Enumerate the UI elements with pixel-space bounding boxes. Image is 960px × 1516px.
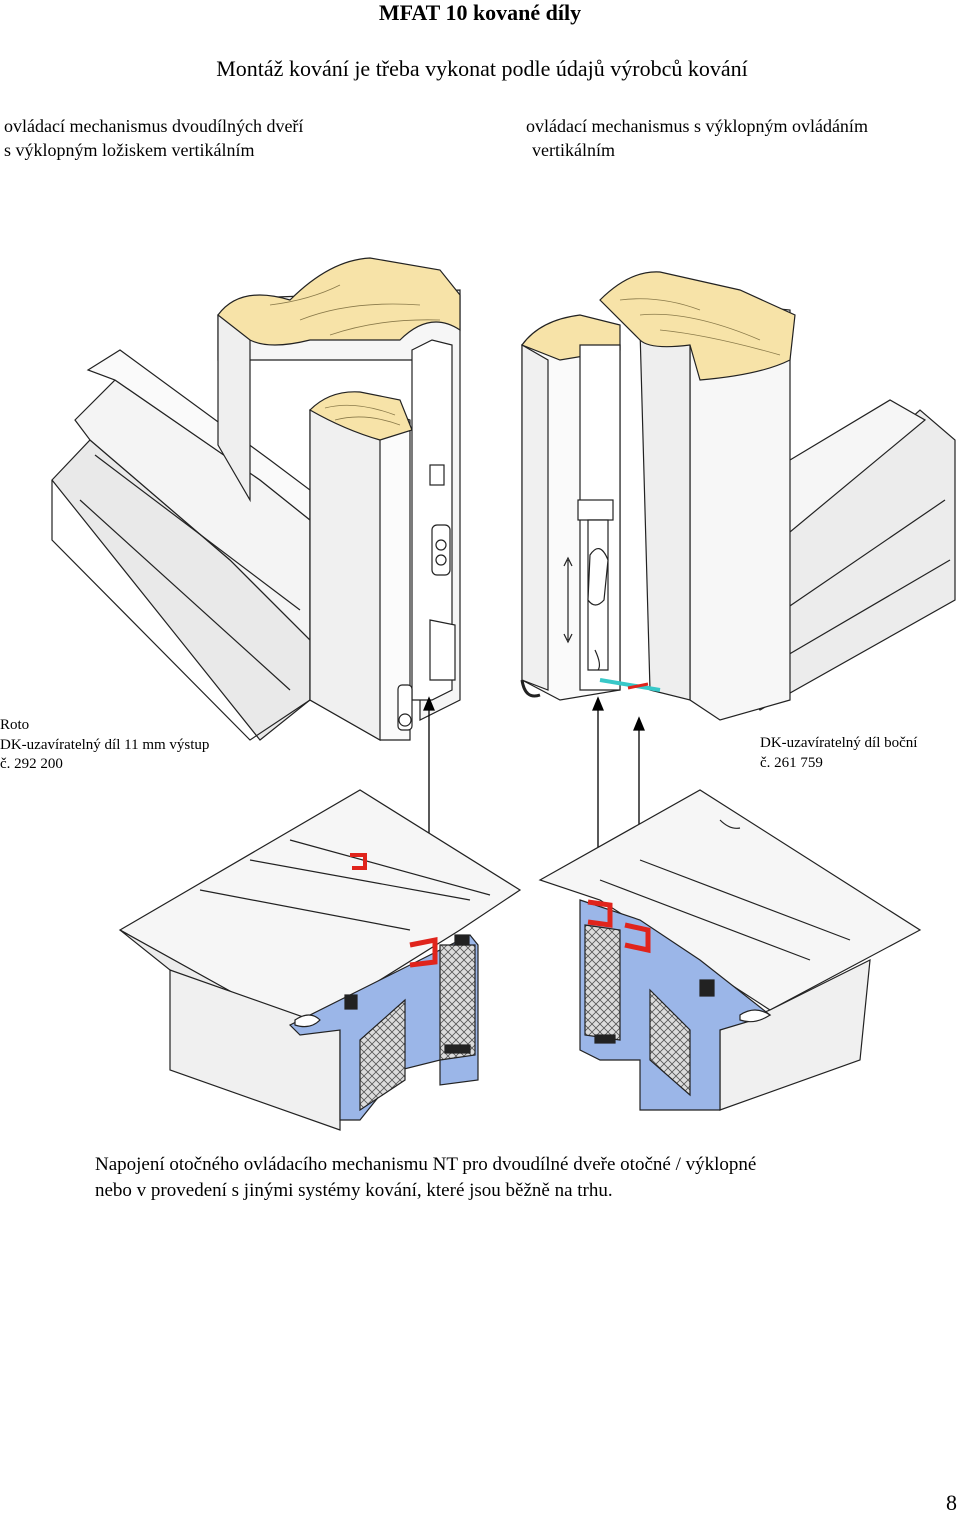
top-left-frame-assembly [51,257,461,742]
wood-section-back [217,257,461,346]
aluminium-profile-right [579,899,772,1111]
label-right-description: DK-uzavíratelný díl boční [760,735,918,751]
caption-right: ovládací mechanismus s výklopným ovládán… [526,114,868,162]
page-subtitle: Montáž kování je třeba vykonat podle úda… [216,56,748,81]
caption-right-line-1: ovládací mechanismus s výklopným ovládán… [526,116,868,136]
bottom-description-line-2: nebo v provedení s jinými systémy kování… [95,1180,613,1201]
wood-section-right [599,271,796,381]
bottom-description: Napojení otočného ovládacího mechanismu … [95,1152,756,1204]
insulation-right [584,924,621,1041]
label-right-number: č. 261 759 [760,754,823,771]
label-left-brand: Roto [0,717,30,733]
label-left-part: Roto DK-uzavíratelný díl 11 mm výstup č.… [0,716,209,775]
top-right-frame-assembly [520,271,956,721]
caption-left-line-2: s výklopným ložiskem vertikálním [4,140,255,160]
caption-right-line-2: vertikálním [532,140,615,160]
caption-left: ovládací mechanismus dvoudílných dveří s… [4,114,303,162]
bottom-right-section [538,789,922,1111]
label-right-part: DK-uzavíratelný díl boční č. 261 759 [760,734,917,773]
page-title: MFAT 10 kované díly [378,0,582,25]
bottom-left-section [118,789,522,1131]
page-number: 8 [946,1490,957,1515]
insulation-left [439,944,476,1061]
label-left-description: DK-uzavíratelný díl 11 mm výstup [0,736,210,753]
bottom-description-line-1: Napojení otočného ovládacího mechanismu … [95,1154,757,1175]
label-left-number: č. 292 200 [0,756,63,772]
caption-left-line-1: ovládací mechanismus dvoudílných dveří [4,116,304,136]
